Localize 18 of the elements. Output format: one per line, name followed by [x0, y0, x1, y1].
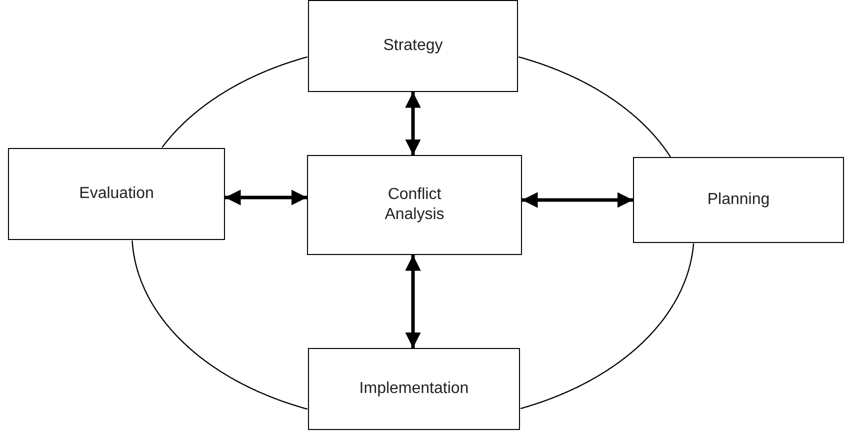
double-arrow — [225, 190, 307, 206]
ellipse-arc — [132, 240, 308, 410]
ellipse-arc — [162, 56, 308, 148]
box-label: Conflict Analysis — [384, 185, 446, 225]
process-box — [308, 348, 520, 430]
process-box — [8, 148, 225, 240]
box-label: Implementation — [359, 379, 469, 399]
double-arrow — [405, 92, 421, 155]
process-box — [308, 0, 518, 92]
box-label: Strategy — [383, 36, 443, 56]
process-box — [307, 155, 522, 255]
ellipse-arc — [518, 56, 671, 158]
double-arrow — [405, 255, 421, 348]
process-box — [633, 157, 844, 243]
box-label: Evaluation — [79, 184, 154, 204]
ellipse-arc — [520, 243, 694, 410]
double-arrow — [522, 192, 633, 208]
box-label: Planning — [707, 190, 770, 210]
